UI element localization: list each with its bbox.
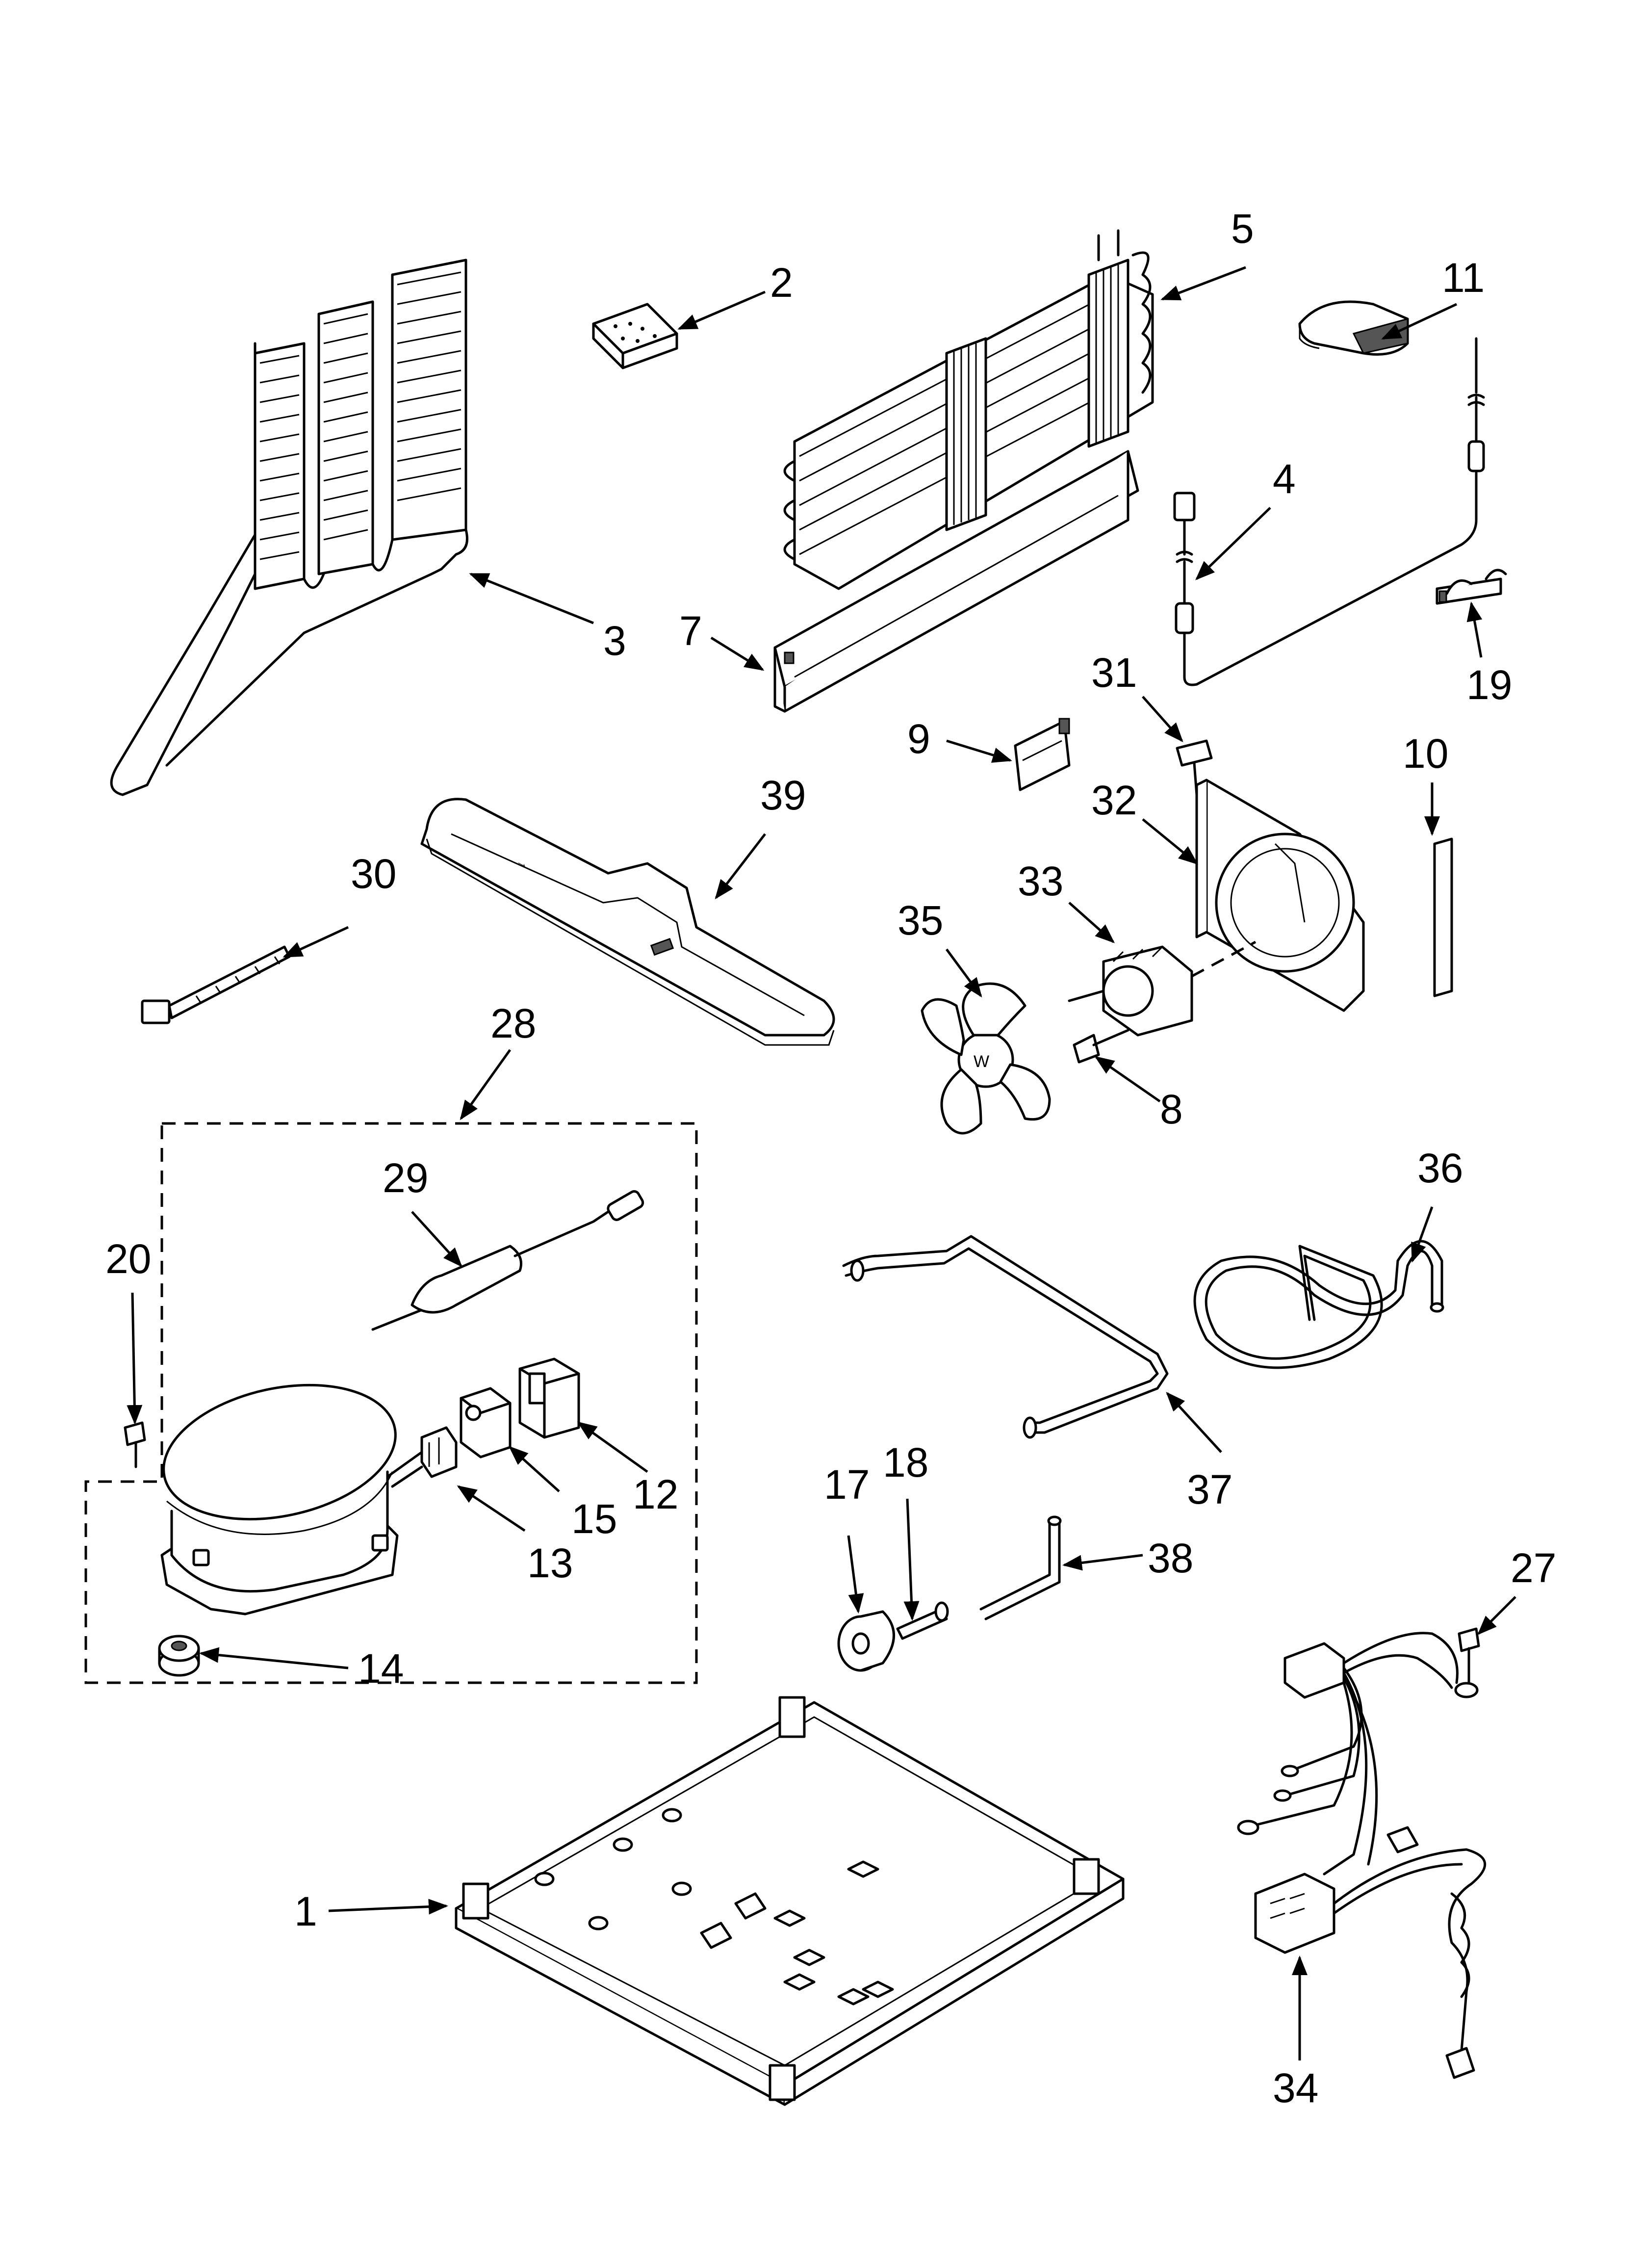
callout-38: 38 <box>1148 1535 1193 1581</box>
grommet <box>158 1635 200 1677</box>
callout-8: 8 <box>1160 1086 1183 1132</box>
harness-screw <box>1454 1627 1480 1698</box>
terminal-cover <box>420 1426 458 1478</box>
callout-10: 10 <box>1403 730 1448 777</box>
callout-4: 4 <box>1273 456 1296 502</box>
callout-35: 35 <box>898 897 943 943</box>
callout-33: 33 <box>1018 858 1063 904</box>
callout-14: 14 <box>358 1645 404 1692</box>
filter-drier <box>371 1190 644 1331</box>
relay <box>518 1357 580 1439</box>
screw <box>1176 739 1213 796</box>
base-frame <box>455 1696 1125 2106</box>
callout-20: 20 <box>105 1236 151 1282</box>
callout-18: 18 <box>883 1439 928 1486</box>
callout-17: 17 <box>824 1461 870 1508</box>
leader-lines <box>127 266 1516 2060</box>
callout-19: 19 <box>1466 662 1512 708</box>
defrost-sensor <box>1173 337 1485 686</box>
callout-39: 39 <box>760 772 806 818</box>
cable-tie <box>141 945 291 1024</box>
fan-motor <box>1068 940 1257 1037</box>
callout-30: 30 <box>351 851 396 897</box>
callout-labels: 1 2 3 4 5 7 8 9 10 11 12 13 14 15 17 18 … <box>105 206 1556 2111</box>
filter-pad <box>592 303 678 369</box>
callout-15: 15 <box>571 1496 617 1542</box>
bracket <box>1014 718 1071 791</box>
svg-text:W: W <box>974 1052 989 1071</box>
compressor-kit-outline <box>84 1122 698 1684</box>
suction-tube <box>842 1235 1169 1439</box>
callout-28: 28 <box>490 1000 536 1046</box>
roller-pin <box>896 1601 949 1640</box>
compressor <box>160 1383 423 1616</box>
fan-shroud <box>1195 779 1365 1012</box>
callout-37: 37 <box>1187 1466 1232 1512</box>
condenser-coil <box>110 259 468 796</box>
motor-screw <box>1073 1029 1129 1064</box>
callout-31: 31 <box>1091 650 1137 696</box>
wire-harness <box>1237 1632 1486 2079</box>
callout-29: 29 <box>383 1155 428 1201</box>
evaporator-trough <box>773 450 1139 713</box>
callout-2: 2 <box>770 260 793 306</box>
fan-blade: W <box>921 982 1051 1135</box>
drain-tube <box>1193 1240 1444 1369</box>
short-tube <box>979 1515 1062 1620</box>
callout-7: 7 <box>679 608 702 654</box>
gasket-strip <box>1433 837 1453 997</box>
overload <box>460 1387 512 1459</box>
callout-5: 5 <box>1231 206 1254 252</box>
sensor-cover <box>1298 300 1409 356</box>
callout-36: 36 <box>1417 1145 1463 1191</box>
callout-27: 27 <box>1511 1545 1556 1591</box>
callout-9: 9 <box>907 716 930 762</box>
compressor-screw <box>124 1421 146 1468</box>
callout-13: 13 <box>527 1540 573 1586</box>
callout-1: 1 <box>294 1888 317 1934</box>
drain-pan: → <box>420 798 835 1046</box>
callout-32: 32 <box>1091 777 1137 823</box>
evaporator <box>783 229 1154 590</box>
roller <box>837 1610 895 1672</box>
callout-3: 3 <box>603 618 626 664</box>
callout-11: 11 <box>1442 255 1485 301</box>
callout-12: 12 <box>633 1471 678 1517</box>
sensor-clip <box>1436 569 1507 605</box>
callout-34: 34 <box>1273 2065 1318 2111</box>
